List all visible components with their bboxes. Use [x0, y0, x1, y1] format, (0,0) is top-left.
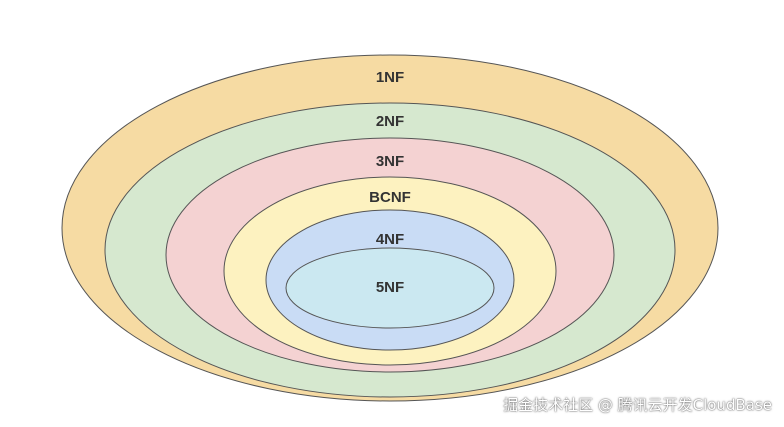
label-3nf: 3NF [376, 153, 404, 170]
label-2nf: 2NF [376, 113, 404, 130]
watermark-text: 掘金技术社区 @ 腾讯云开发CloudBase [503, 396, 772, 414]
label-4nf: 4NF [376, 231, 404, 248]
ellipses-layer [61, 54, 719, 402]
ellipse-5nf [285, 247, 495, 329]
labels-layer: 1NF 2NF 3NF BCNF 4NF 5NF [369, 69, 411, 296]
label-1nf: 1NF [376, 69, 404, 86]
label-5nf: 5NF [376, 279, 404, 296]
label-bcnf: BCNF [369, 189, 411, 206]
